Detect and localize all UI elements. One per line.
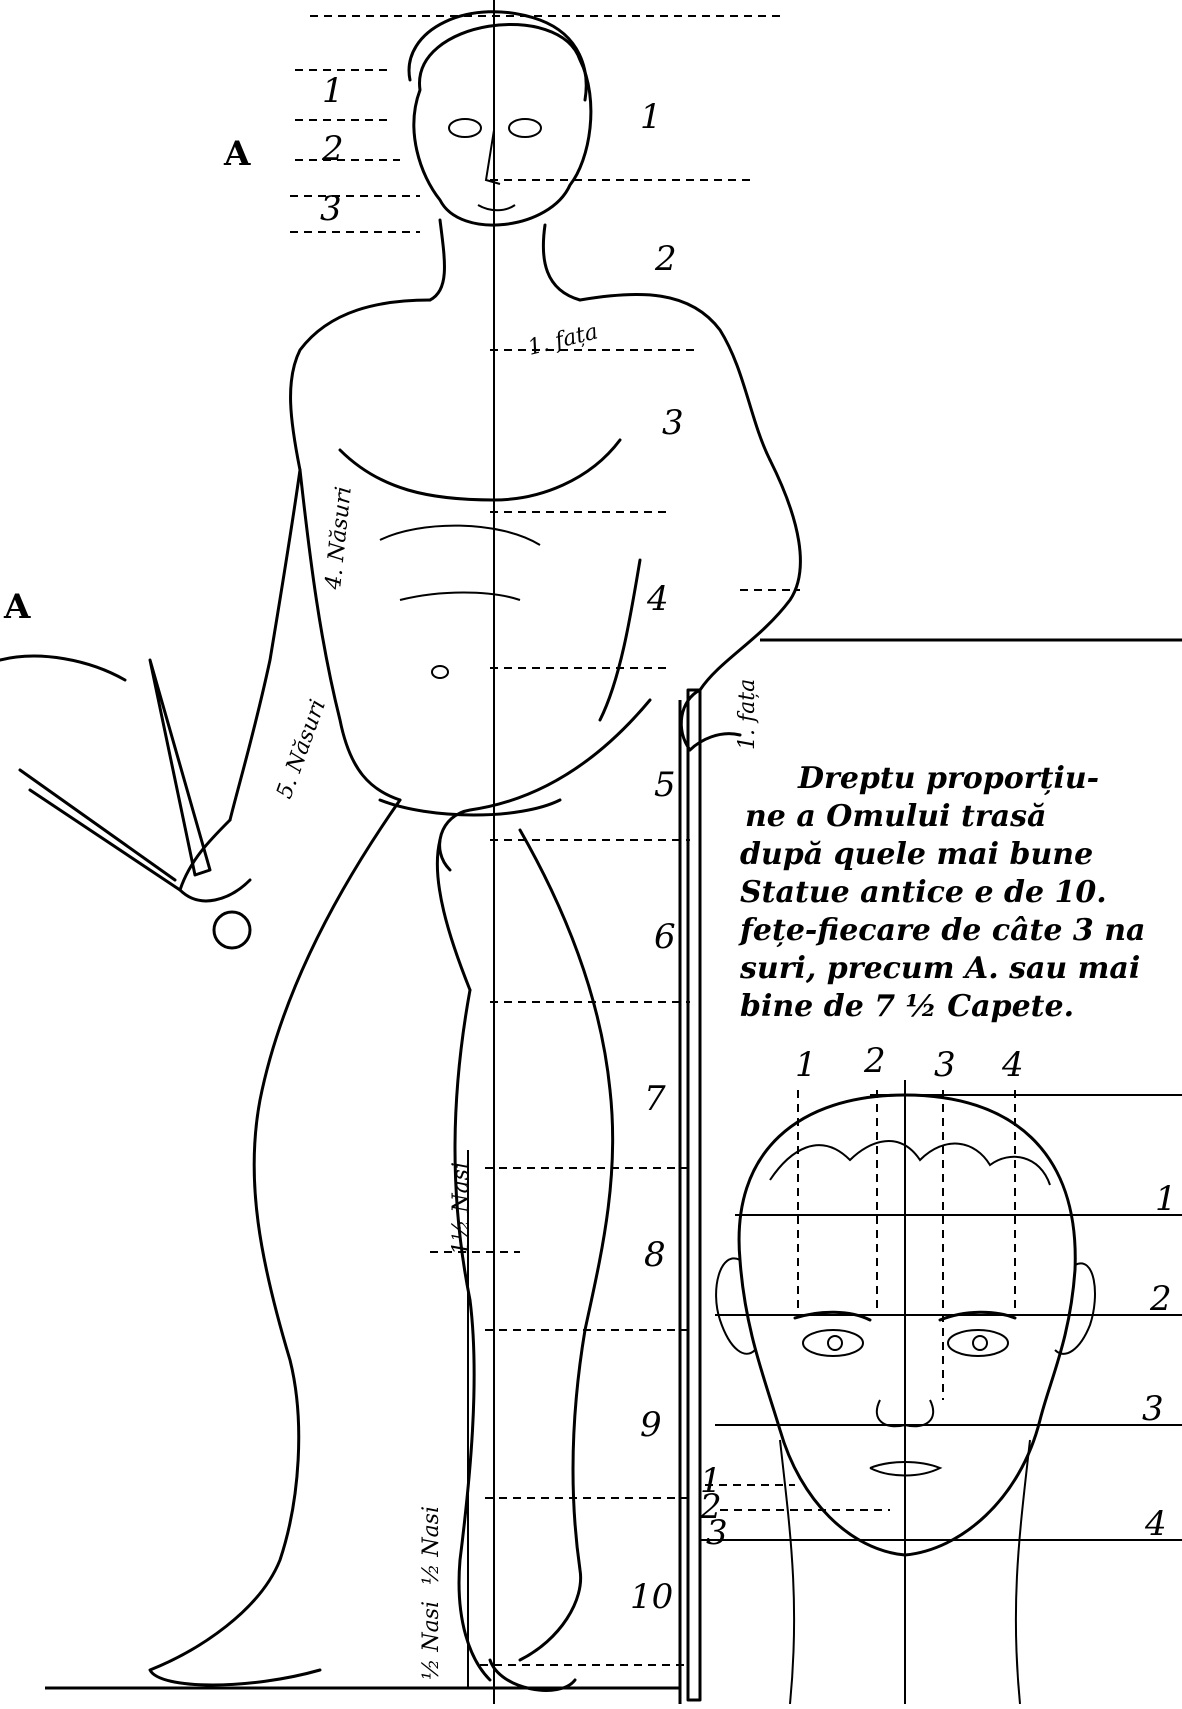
head-outline <box>414 24 591 225</box>
inner-leg-line <box>455 990 490 1680</box>
body-number-8: 8 <box>644 1235 666 1275</box>
face-number-1: 1 <box>322 71 344 111</box>
face-third-numbers: 1 2 3 <box>320 71 344 229</box>
dagger-pommel <box>214 912 250 948</box>
right-arm <box>700 460 800 690</box>
right-leg <box>520 830 613 1660</box>
measuring-hand <box>0 656 125 680</box>
label-fata-shoulder: 1. fața <box>525 319 600 360</box>
compass-leg-2 <box>30 790 180 890</box>
scabbard-strap <box>440 700 650 870</box>
body-number-10: 10 <box>630 1577 673 1617</box>
head-top-number-3: 3 <box>934 1045 956 1085</box>
face-number-2: 2 <box>321 129 344 169</box>
body-number-3: 3 <box>662 403 684 443</box>
left-shoulder <box>291 300 430 470</box>
marker-a-hand: A <box>3 587 31 627</box>
compass-leg-1 <box>20 770 175 880</box>
scabbard-staff <box>688 690 700 1700</box>
label-nasi-ankle: ½ Nasi <box>419 1506 444 1585</box>
body-face-numbers: 1 2 3 4 5 6 7 8 9 10 <box>630 97 684 1617</box>
mouth <box>478 205 515 210</box>
head-top-number-4: 4 <box>1001 1045 1024 1085</box>
body-number-4: 4 <box>646 579 669 619</box>
head-side-number-3: 3 <box>1142 1389 1164 1429</box>
label-nasi-knee: 1½ Nasi <box>449 1162 474 1255</box>
caption-text: Dreptu proporțiu- ne a Omului trasă după… <box>738 761 1146 1024</box>
neck-left <box>430 220 444 300</box>
caption-line-1: Dreptu proporțiu- <box>797 761 1099 796</box>
navel <box>432 666 448 678</box>
body-number-1: 1 <box>640 97 662 137</box>
abdomen-line-1 <box>380 526 540 545</box>
right-torso <box>600 560 640 720</box>
left-eye <box>449 119 481 137</box>
body-number-9: 9 <box>640 1405 662 1445</box>
caption-line-6: suri, precum A. sau mai <box>739 951 1140 986</box>
right-eye <box>509 119 541 137</box>
head-detail-right-brow <box>940 1312 1015 1320</box>
head-top-number-2: 2 <box>863 1041 886 1081</box>
head-detail-side-numbers: 1 2 3 4 <box>1142 1179 1177 1544</box>
head-detail-left-brow <box>795 1312 870 1320</box>
hip-line <box>380 800 560 815</box>
body-number-7: 7 <box>644 1079 666 1119</box>
caption-line-7: bine de 7 ½ Capete. <box>740 989 1074 1024</box>
head-detail-left-eye <box>803 1330 863 1356</box>
label-nasi-foot: ½ Nasi <box>419 1601 444 1680</box>
head-side-number-1: 1 <box>1155 1179 1177 1219</box>
body-number-5: 5 <box>654 765 676 805</box>
marker-a-head: A <box>223 134 251 174</box>
right-hand <box>681 690 740 750</box>
head-detail-left-ear <box>716 1258 755 1353</box>
head-detail-right-eye <box>948 1330 1008 1356</box>
left-leg <box>150 800 400 1685</box>
head-side-number-4: 4 <box>1144 1504 1167 1544</box>
body-number-6: 6 <box>654 917 676 957</box>
label-fata-hand: 1. fața <box>735 679 760 750</box>
caption-line-4: Statue antice e de 10. <box>740 875 1107 910</box>
head-detail-neck-right <box>1016 1440 1030 1704</box>
chin-number-3: 3 <box>706 1513 728 1553</box>
chest-line <box>340 440 620 500</box>
neck-right <box>543 225 580 300</box>
label-nasuri-forearm: 5. Năsuri <box>272 696 331 802</box>
dagger-blade <box>150 660 210 875</box>
drapery <box>437 840 470 990</box>
body-number-2: 2 <box>654 239 677 279</box>
label-nasuri-upper-arm: 4. Năsuri <box>321 485 357 591</box>
head-detail <box>700 1080 1182 1704</box>
head-detail-neck-left <box>780 1440 794 1704</box>
caption-line-5: fețe-fiecare de câte 3 na <box>738 913 1146 948</box>
face-number-3: 3 <box>320 189 342 229</box>
abdomen-line-2 <box>400 593 520 601</box>
head-top-number-1: 1 <box>795 1045 817 1085</box>
head-detail-top-numbers: 1 2 3 4 <box>795 1041 1024 1085</box>
head-detail-hair <box>770 1141 1050 1185</box>
head-side-number-2: 2 <box>1149 1279 1172 1319</box>
right-foot <box>490 1660 575 1690</box>
caption-line-3: după quele mai bune <box>740 837 1093 872</box>
caption-line-2: ne a Omului trasă <box>745 799 1046 834</box>
